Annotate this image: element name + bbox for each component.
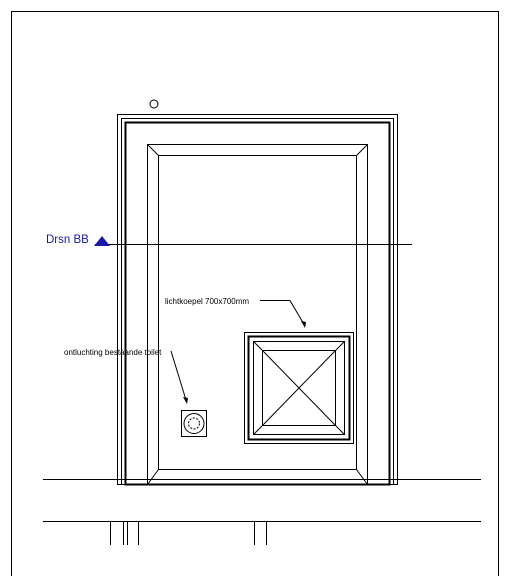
ventilation-vent xyxy=(181,410,207,437)
sheet-border xyxy=(11,11,499,576)
section-label: Drsn BB xyxy=(46,234,89,246)
ventilation-leader xyxy=(170,350,188,404)
skylight xyxy=(244,332,354,444)
roof-outline xyxy=(117,114,398,486)
lower-structure xyxy=(43,479,481,545)
ventilation-annotation: ontluchting bestaande toilet xyxy=(64,348,162,357)
skylight-annotation: lichtkoepel 700x700mm xyxy=(165,297,249,306)
skylight-leader xyxy=(260,300,306,328)
section-arrow-icon xyxy=(94,236,110,246)
point-marker xyxy=(149,99,159,109)
roof-panel xyxy=(147,144,368,485)
